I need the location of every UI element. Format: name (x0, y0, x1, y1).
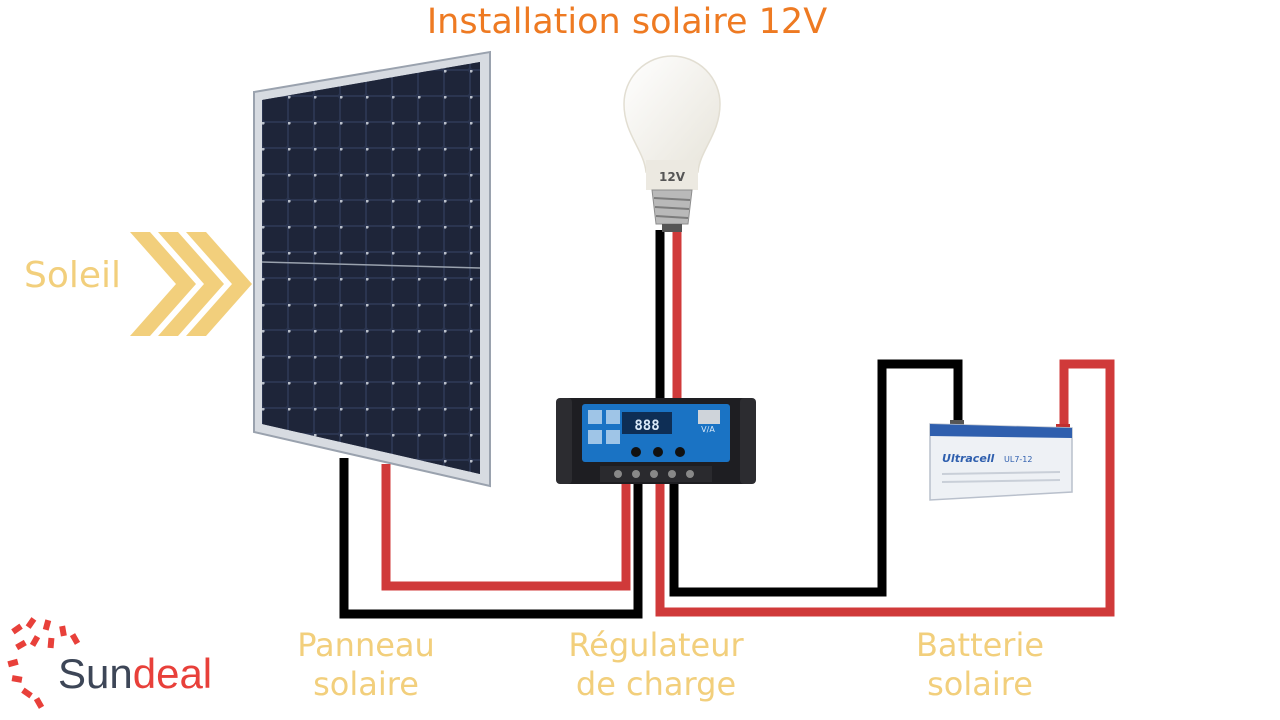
battery: Ultracell UL7-12 (930, 420, 1072, 500)
sundeal-logo: Sundeal (58, 650, 212, 698)
panel-label-line1: Panneau (286, 626, 446, 665)
logo-text-sun: Sun (58, 650, 133, 697)
lightbulb-icon: 12V (624, 56, 720, 232)
charge-controller: 888 V/A (556, 398, 756, 484)
battery-label: Batterie solaire (880, 626, 1080, 704)
battery-model-text: UL7-12 (1004, 455, 1032, 464)
controller-label-line1: Régulateur (548, 626, 764, 665)
battery-brand-text: Ultracell (942, 452, 995, 465)
solar-panel (254, 52, 490, 486)
bulb-voltage-text: 12V (659, 170, 686, 184)
battery-label-line2: solaire (880, 665, 1080, 704)
controller-unit-text: V/A (701, 425, 715, 434)
sun-arrow-icon (130, 232, 252, 336)
bulb-wires (660, 230, 677, 400)
controller-label: Régulateur de charge (548, 626, 764, 704)
controller-label-line2: de charge (548, 665, 764, 704)
panel-label-line2: solaire (286, 665, 446, 704)
panel-label: Panneau solaire (286, 626, 446, 704)
logo-text-deal: deal (133, 650, 212, 697)
battery-label-line1: Batterie (880, 626, 1080, 665)
sun-label: Soleil (24, 256, 121, 295)
controller-display-text: 888 (634, 418, 659, 434)
